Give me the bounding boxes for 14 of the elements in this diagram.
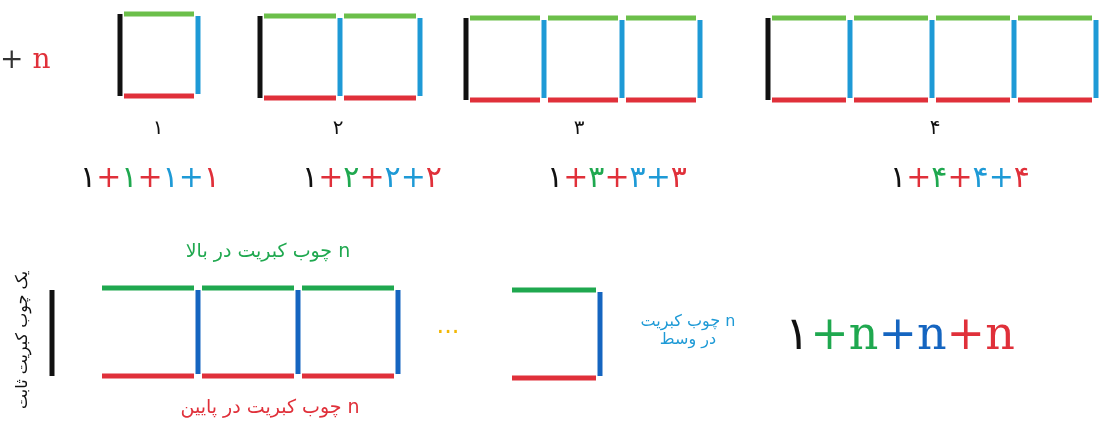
annotation: n چوب کبریت در پایین xyxy=(180,396,360,417)
figure-number: ۴ xyxy=(929,116,941,138)
annotation: n چوب کبریت در وسط xyxy=(639,312,737,348)
figure-number: ۲ xyxy=(332,116,344,138)
formula: ۱+۳+۳+۳ xyxy=(547,160,687,193)
formula: ۱+۲+۲+۲ xyxy=(302,160,442,193)
formula: ۱+۱+۱+۱ xyxy=(80,160,220,193)
ellipsis: ... xyxy=(436,312,460,339)
annotation: n چوب کبریت در بالا xyxy=(185,240,351,261)
figure-number: ۳ xyxy=(573,116,585,138)
annotation: یک چوب کبریت ثابت xyxy=(13,270,31,410)
formula: + n xyxy=(0,44,51,75)
formula: ۱+۴+۴+۴ xyxy=(890,160,1030,193)
figure-number: ۱ xyxy=(152,116,164,138)
